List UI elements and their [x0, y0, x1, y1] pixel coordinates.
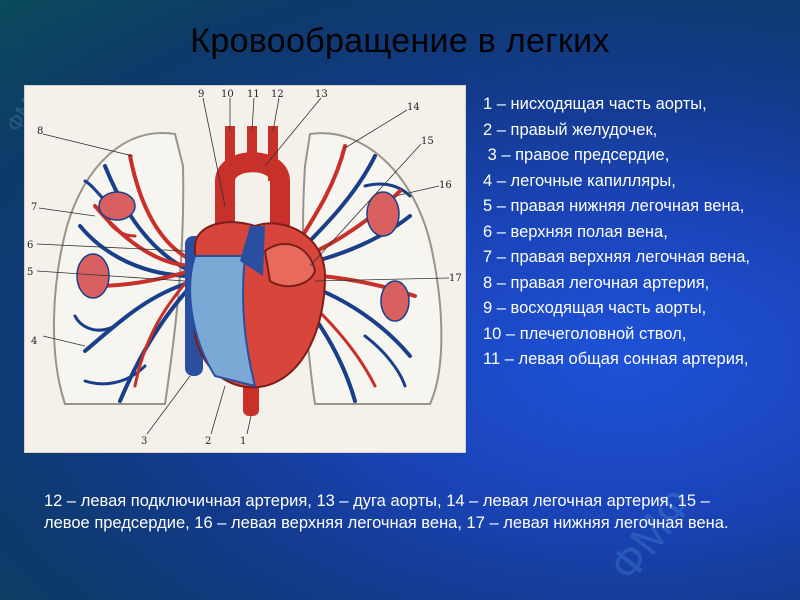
leader-8: [42, 133, 134, 157]
leader-9: [202, 97, 226, 207]
bottom-legend-text: 12 – левая подключичная артерия, 13 – ду…: [44, 492, 729, 532]
leader-7: [38, 207, 96, 217]
vein-r3: [83, 280, 193, 353]
right-atrium: [189, 255, 257, 388]
legend-item: 3 – правое предсердие,: [483, 146, 670, 164]
leader-17: [314, 277, 450, 282]
pulmonary-trunk: [240, 226, 265, 276]
number-labels: 1 2 3 4 5 6 7 8 9 10 11 12 13 14 15 16 1…: [27, 89, 462, 447]
legend-item: 5 – правая нижняя легочная вена,: [483, 197, 745, 215]
legend-item: 8 – правая легочная артерия,: [483, 273, 710, 292]
brachiocephalic-trunk: [225, 126, 235, 181]
legend-item: 11 – левая общая сонная артерия,: [483, 350, 749, 368]
label-8: 8: [37, 126, 43, 137]
leader-16: [394, 185, 440, 197]
label-2: 2: [205, 436, 211, 447]
lung-diagram: 1 2 3 4 5 6 7 8 9 10 11 12 13 14 15 16 1…: [27, 89, 462, 447]
vein-l5: [363, 182, 412, 198]
legend-item: 7 – правая верхняя легочная вена,: [483, 248, 750, 266]
left-atrium: [263, 242, 317, 288]
leader-3: [146, 375, 191, 435]
label-15: 15: [421, 136, 434, 147]
leader-1: [246, 415, 252, 435]
heart: [189, 221, 327, 389]
right-lung-outline: [53, 132, 185, 405]
label-4: 4: [31, 336, 37, 347]
capillary-cluster-r-lower: [76, 253, 110, 299]
left-subclavian: [268, 126, 278, 181]
vein-l6: [363, 334, 407, 388]
label-5: 5: [27, 267, 33, 278]
legend-item: 4 – легочные капилляры,: [483, 171, 676, 190]
leader-13: [264, 97, 322, 167]
right-capillaries: [76, 191, 136, 299]
leader-4: [42, 335, 86, 347]
capillary-cluster-r-upper: [98, 191, 136, 221]
label-3: 3: [141, 436, 147, 447]
capillary-cluster-l-lower: [380, 280, 410, 322]
leader-12: [272, 97, 280, 132]
left-capillaries: [366, 191, 410, 322]
label-11: 11: [247, 89, 260, 100]
label-1: 1: [240, 436, 246, 447]
page-title: Кровообращение в легких: [190, 22, 610, 60]
artery-r5: [103, 214, 137, 238]
leader-5: [36, 270, 186, 282]
artery-r1: [128, 154, 197, 264]
lung-circulation-figure: 1 2 3 4 5 6 7 8 9 10 11 12 13 14 15 16 1…: [24, 85, 466, 453]
left-common-carotid: [247, 126, 257, 171]
label-10: 10: [221, 89, 234, 100]
legend-item: 10 – плечеголовной ствол,: [483, 324, 687, 343]
leader-15: [309, 143, 422, 267]
legend-item: 1 – нисходящая часть аорты,: [483, 95, 707, 113]
legend-item: 2 – правый желудочек,: [483, 120, 658, 139]
leader-11: [251, 97, 255, 132]
legend-item: 6 – верхняя полая вена,: [483, 222, 668, 241]
label-17: 17: [449, 273, 462, 284]
leader-14: [344, 109, 408, 149]
leader-6: [36, 243, 186, 252]
label-9: 9: [198, 89, 204, 100]
label-7: 7: [31, 202, 37, 213]
legend-item: 9 – восходящая часть аорты,: [483, 299, 707, 317]
label-16: 16: [439, 180, 452, 191]
legend-list: 1 – нисходящая часть аорты, 2 – правый ж…: [483, 95, 795, 376]
label-14: 14: [407, 102, 420, 113]
label-6: 6: [27, 240, 33, 251]
label-12: 12: [271, 89, 284, 100]
artery-r4: [133, 272, 195, 388]
leader-lines: [36, 97, 450, 435]
label-13: 13: [315, 89, 328, 100]
capillary-cluster-l-upper: [366, 191, 400, 237]
leader-2: [210, 385, 226, 435]
vein-r6: [73, 314, 117, 332]
